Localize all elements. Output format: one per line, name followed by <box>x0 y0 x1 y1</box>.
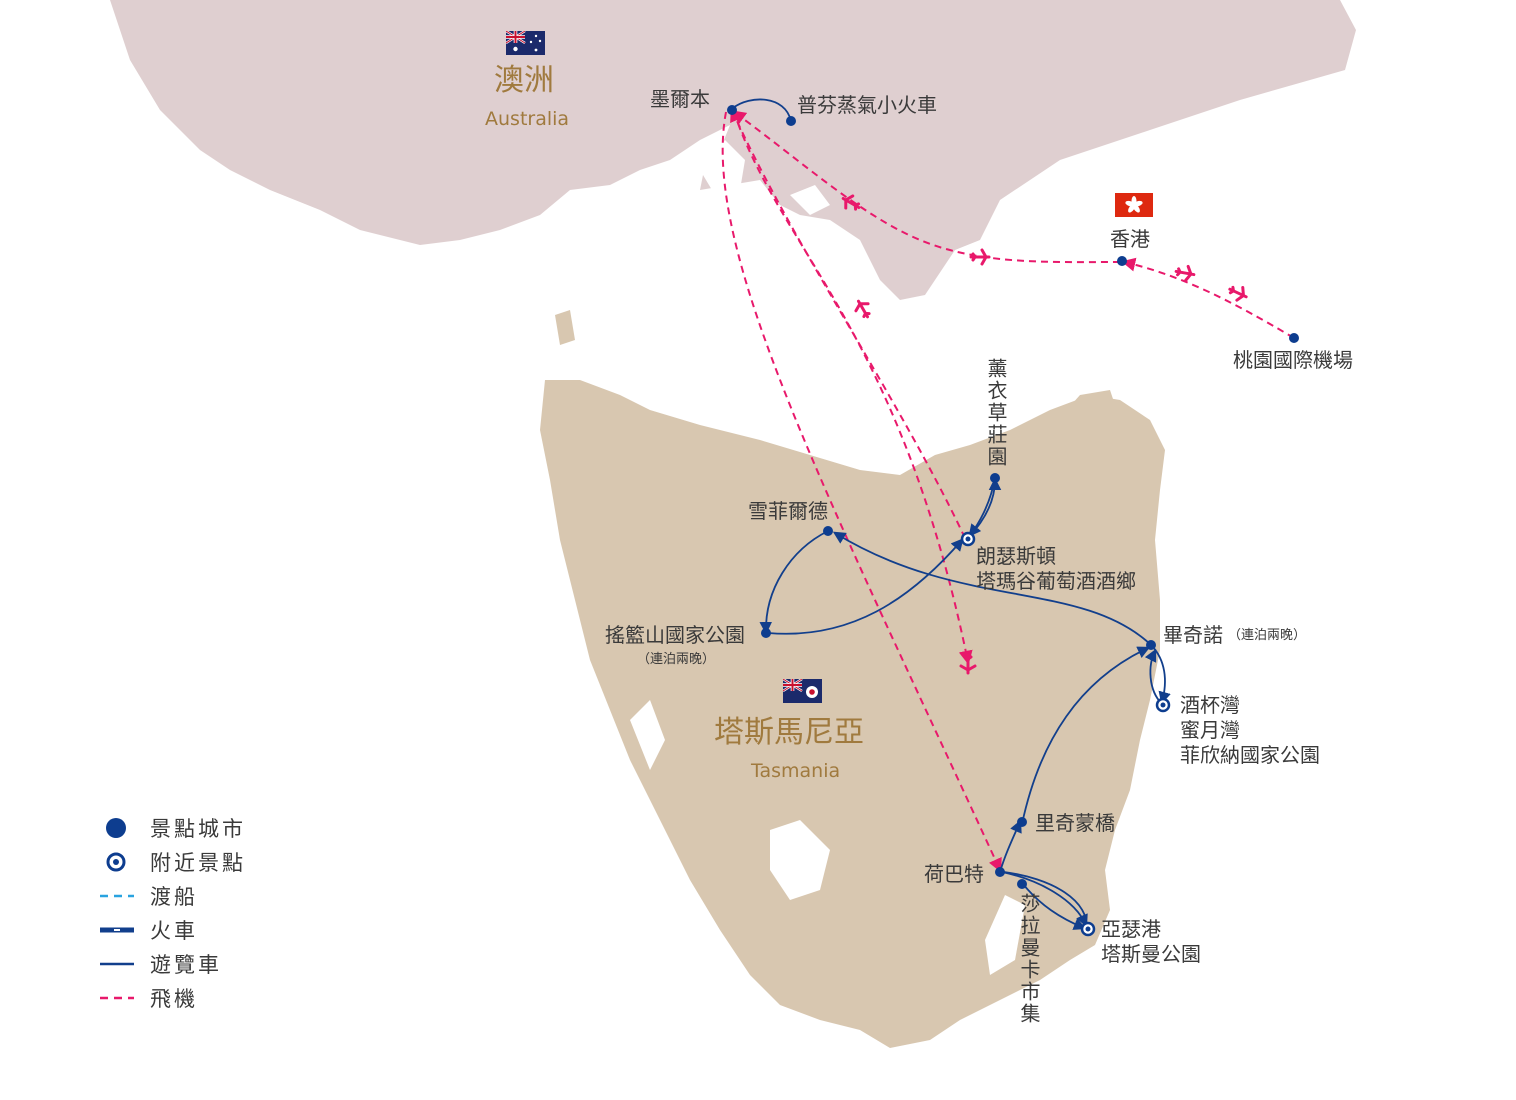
label-hong-kong: 香港 <box>1110 227 1150 251</box>
city-dot-icon <box>990 473 1000 483</box>
label-tamar-valley: 塔瑪谷葡萄酒酒鄉 <box>976 569 1136 593</box>
lake-st-clair <box>770 820 830 900</box>
city-dot-icon <box>1017 817 1027 827</box>
label-port-arthur: 亞瑟港 <box>1101 917 1161 941</box>
flight-line-icon <box>100 996 134 1000</box>
legend-city: 景點城市 <box>100 816 246 841</box>
city-dot-icon <box>1289 333 1299 343</box>
city-dots <box>727 105 1299 889</box>
label-cradle-mountain: 搖籃山國家公園 <box>605 623 745 647</box>
label-puffing-billy: 普芬蒸氣小火車 <box>797 93 937 117</box>
label-wineglass-bay: 酒杯灣 <box>1180 693 1240 717</box>
label-taoyuan: 桃園國際機場 <box>1233 348 1353 372</box>
small-island-1 <box>555 310 575 345</box>
label-lavender: 薰衣草莊園 <box>984 358 1008 468</box>
australia-name-en: Australia <box>485 108 570 130</box>
legend-train: 火車 <box>100 918 198 943</box>
city-dot-icon <box>995 867 1005 877</box>
city-dot-icon <box>727 105 737 115</box>
ferry-line-icon <box>100 894 134 898</box>
label-honeymoon-bay: 蜜月灣 <box>1180 718 1240 742</box>
label-melbourne: 墨爾本 <box>650 87 710 111</box>
label-richmond: 里奇蒙橋 <box>1035 811 1115 835</box>
city-dot-icon <box>106 818 126 838</box>
coach-line-icon <box>100 962 134 966</box>
small-island-2 <box>1040 390 1120 440</box>
legend-label: 渡船 <box>150 885 198 909</box>
nearby-rings <box>960 531 1171 937</box>
tasmania-name-en: Tasmania <box>751 760 841 782</box>
city-dot-icon <box>1117 256 1127 266</box>
legend-flight: 飛機 <box>100 986 198 1011</box>
city-dot-icon <box>1146 640 1156 650</box>
label-sheffield: 雪菲爾德 <box>748 499 828 523</box>
hong-kong-flag-icon <box>1115 193 1153 217</box>
tasmania-island <box>540 380 1165 1048</box>
tasmania-flag-icon <box>783 679 822 703</box>
port-phillip-bay <box>700 140 745 195</box>
nearby-attraction-icon <box>106 852 126 872</box>
label-hobart: 荷巴特 <box>924 862 984 886</box>
label-bicheno: 畢奇諾 <box>1163 623 1223 647</box>
city-dot-icon <box>1017 879 1027 889</box>
label-bicheno-note: （連泊兩晚） <box>1228 628 1307 643</box>
label-freycinet: 菲欣納國家公園 <box>1180 743 1320 767</box>
derwent-estuary <box>985 895 1025 975</box>
plane-icon <box>1173 263 1197 283</box>
australia-flag-icon <box>506 31 545 55</box>
legend-label: 飛機 <box>150 987 198 1011</box>
city-dot-icon <box>786 116 796 126</box>
plane-icon <box>969 248 991 266</box>
plane-icon <box>850 296 876 322</box>
tasmania-name: 塔斯馬尼亞 <box>714 715 864 750</box>
legend-ferry: 渡船 <box>100 884 198 909</box>
western-port-bay <box>790 185 830 215</box>
macquarie-harbour <box>630 700 665 770</box>
legend-nearby: 附近景點 <box>100 850 246 875</box>
plane-icon <box>1225 281 1251 305</box>
legend-coach: 遊覽車 <box>100 952 222 977</box>
flight-routes <box>721 107 1295 873</box>
australia-name: 澳洲 <box>494 63 554 98</box>
label-cradle-note: （連泊兩晚） <box>637 652 716 667</box>
legend-label: 景點城市 <box>150 817 246 841</box>
legend-label: 火車 <box>150 919 198 943</box>
label-tasman-park: 塔斯曼公園 <box>1101 942 1201 966</box>
train-line-icon <box>100 927 134 933</box>
city-dot-icon <box>761 628 771 638</box>
city-dot-icon <box>823 526 833 536</box>
label-launceston: 朗瑟斯頓 <box>976 544 1056 568</box>
legend-label: 遊覽車 <box>150 953 222 977</box>
legend-label: 附近景點 <box>150 851 246 875</box>
label-salamanca: 莎拉曼卡市集 <box>1017 893 1041 1025</box>
